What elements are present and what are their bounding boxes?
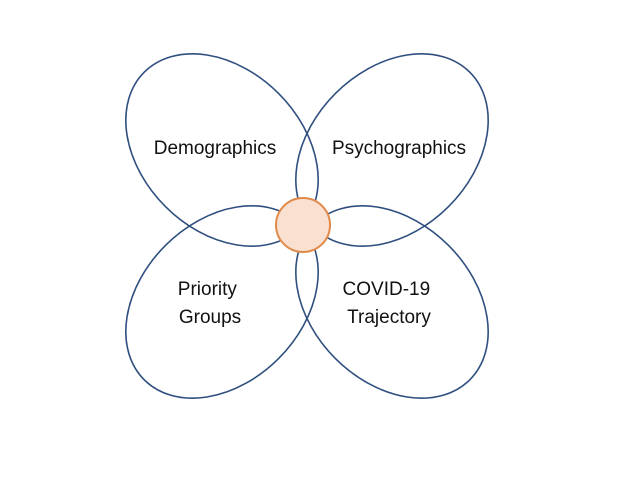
label-covid-trajectory-line-1: COVID-19 xyxy=(343,279,431,300)
label-demographics: Demographics xyxy=(154,138,277,159)
label-psychographics: Psychographics xyxy=(332,138,466,159)
center-circle xyxy=(275,197,331,253)
label-covid-trajectory: COVID-19 Trajectory xyxy=(343,279,436,328)
label-psychographics-line-1: Psychographics xyxy=(332,138,466,159)
label-priority-groups: Priority Groups xyxy=(178,279,242,328)
label-priority-groups-line-1: Priority xyxy=(178,279,238,300)
label-priority-groups-line-2: Groups xyxy=(179,307,241,328)
label-covid-trajectory-line-2: Trajectory xyxy=(347,307,431,328)
label-demographics-line-1: Demographics xyxy=(154,138,277,159)
